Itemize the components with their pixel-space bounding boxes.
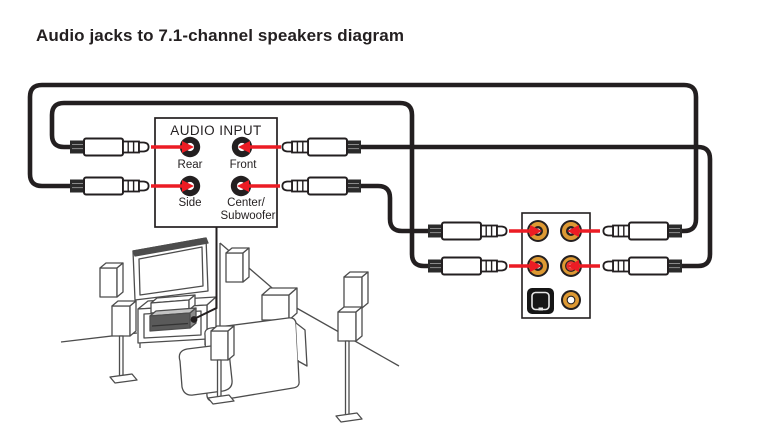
- plug-panel-top-left: [427, 221, 508, 241]
- speaker-cables: [27, 82, 713, 269]
- audio-input-title: AUDIO INPUT: [170, 123, 261, 138]
- rear-right-speaker: [343, 271, 369, 314]
- side-left-speaker: [109, 300, 138, 384]
- receiver-cable-connector: [190, 316, 198, 323]
- rear-jack-label: Rear: [178, 159, 203, 171]
- audio-input-panel: AUDIO INPUT Rear Front Side Center/ Subw…: [154, 117, 278, 228]
- plug-rear: [69, 137, 150, 157]
- optical-spdif-port: [527, 288, 554, 314]
- plug-panel-bottom-right: [602, 256, 683, 276]
- receiver-cable: [190, 227, 218, 323]
- plug-front: [281, 137, 362, 157]
- cable-center-to-panel: [357, 183, 432, 234]
- plug-panel-top-right: [602, 221, 683, 241]
- cable-rear-to-panel: [49, 100, 432, 269]
- coaxial-jack: [559, 288, 583, 312]
- av-receiver: [149, 307, 197, 332]
- subwoofer: [261, 287, 298, 321]
- rear-left-speaker: [207, 325, 235, 405]
- tv: [132, 237, 209, 306]
- center-jack-label-line1: Center/: [227, 197, 266, 209]
- side-right-speaker: [335, 306, 363, 423]
- cable-front-to-panel: [357, 144, 713, 269]
- page-title: Audio jacks to 7.1-channel speakers diag…: [36, 26, 405, 45]
- cable-side-to-panel: [27, 82, 699, 234]
- front-jack-label: Front: [230, 159, 258, 171]
- front-left-speaker: [99, 262, 124, 298]
- plug-panel-bottom-left: [427, 256, 508, 276]
- front-right-speaker: [225, 247, 250, 283]
- plug-side: [69, 176, 150, 196]
- side-jack-label: Side: [178, 197, 201, 209]
- plug-center-subwoofer: [281, 176, 362, 196]
- center-jack-label-line2: Subwoofer: [221, 210, 276, 222]
- room-illustration: [60, 237, 400, 423]
